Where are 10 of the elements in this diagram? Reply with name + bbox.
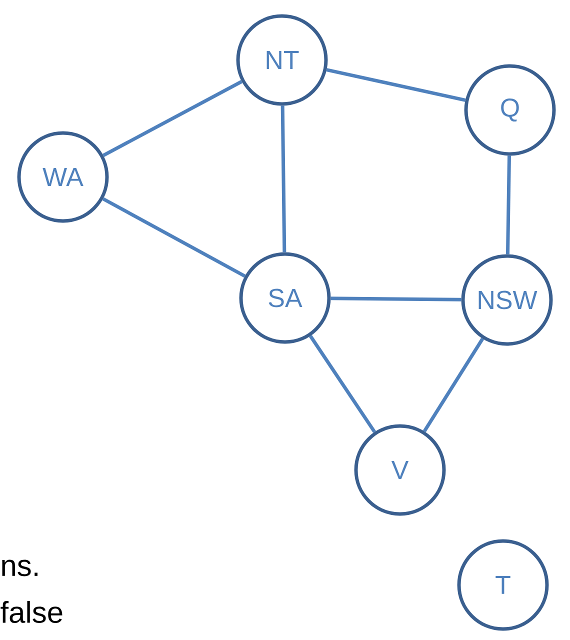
connector-line xyxy=(326,68,466,102)
connector-line xyxy=(102,80,242,157)
connector-line xyxy=(330,296,462,302)
connector-line xyxy=(102,197,246,278)
connector-line xyxy=(506,156,512,254)
note-text: false xyxy=(0,600,62,624)
note-text: ns. xyxy=(2,560,38,576)
connector-line xyxy=(280,106,286,252)
connector-line xyxy=(422,338,484,432)
connector-line xyxy=(308,335,376,433)
